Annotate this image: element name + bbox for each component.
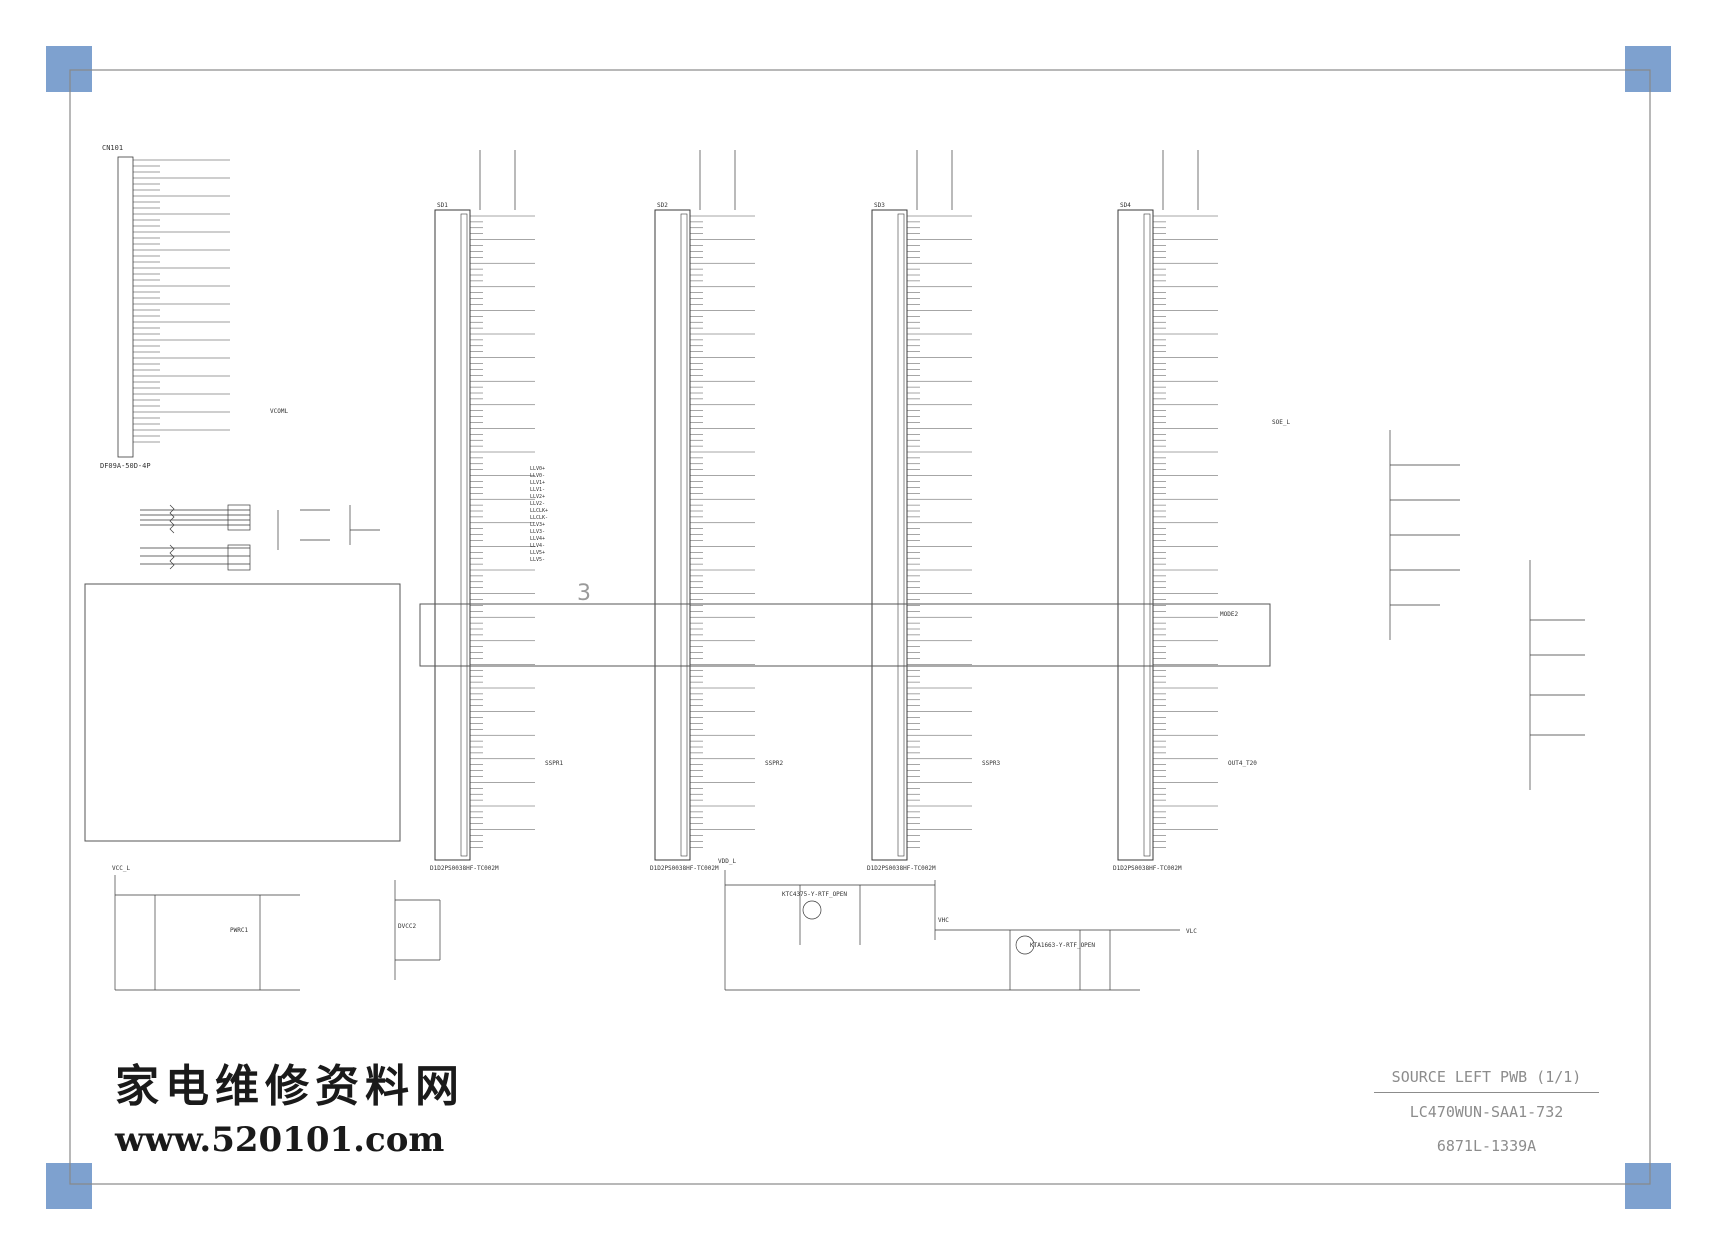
ic-pin-column xyxy=(460,213,468,857)
lvds-labels: LLV0+LLV0-LLV1+LLV1-LLV2+LLV2-LLCLK+LLCL… xyxy=(530,466,548,563)
ic-ref: SD2 xyxy=(657,202,668,209)
drawing-number: 6871L-1339A xyxy=(1436,1137,1537,1155)
ic-pin-column xyxy=(1143,213,1151,857)
net-vhc: VHC xyxy=(938,917,949,924)
ic-output-net: SSPR2 xyxy=(765,760,783,767)
blank-notes-box xyxy=(84,583,401,842)
q2-part: KTA1663-Y-RTF_OPEN xyxy=(1030,942,1095,949)
lvds-net-label: LLV3- xyxy=(530,529,545,535)
corner-mark-bottom-left xyxy=(46,1163,92,1209)
net-vcc-l: VCC_L xyxy=(112,865,130,872)
corner-mark-top-right xyxy=(1625,46,1671,92)
lvds-net-label: LLCLK- xyxy=(530,515,548,521)
ic-body xyxy=(871,209,908,861)
net-vcoml: VCOML xyxy=(270,408,288,415)
watermark-url: www.520101.com xyxy=(115,1120,445,1160)
ic-output-net: SSPR1 xyxy=(545,760,563,767)
connector-cn101 xyxy=(117,156,134,458)
watermark: 家电维修资料网 www.520101.com xyxy=(115,1050,465,1160)
net-vdd-l: VDD_L xyxy=(718,858,736,865)
drawing-model: LC470WUN-SAA1-732 xyxy=(1409,1103,1564,1121)
drawing-title: SOURCE LEFT PWB (1/1) xyxy=(1374,1068,1599,1093)
lvds-net-label: LLV2+ xyxy=(530,494,545,500)
gamma-resistor-block xyxy=(1389,430,1585,790)
lvds-net-label: LLV5- xyxy=(530,557,545,563)
connector-ref: CN101 xyxy=(102,144,123,152)
net-soe-l: SOE_L xyxy=(1272,419,1290,426)
net-dvcc2: DVCC2 xyxy=(398,923,416,930)
ic-body xyxy=(1117,209,1154,861)
ic-part: D1D2PS0038HF-TC002M xyxy=(867,865,936,872)
connector-signal-lines xyxy=(133,159,230,443)
lvds-net-label: LLCLK+ xyxy=(530,508,548,514)
resistor-array-block xyxy=(140,504,380,571)
ic-ref: SD3 xyxy=(874,202,885,209)
lvds-net-label: LLV4- xyxy=(530,543,545,549)
net-vlc: VLC xyxy=(1186,928,1197,935)
ic-ref: SD4 xyxy=(1120,202,1131,209)
corner-mark-top-left xyxy=(46,46,92,92)
lvds-net-label: LLV2- xyxy=(530,501,545,507)
ic-pin-column xyxy=(897,213,905,857)
lvds-net-label: LLV0- xyxy=(530,473,545,479)
watermark-chinese: 家电维修资料网 xyxy=(115,1061,465,1112)
ic-output-net: OUT4_T20 xyxy=(1228,760,1257,767)
highlight-region xyxy=(419,603,1271,667)
lvds-net-label: LLV1+ xyxy=(530,480,545,486)
ic-body xyxy=(654,209,691,861)
ic-part: D1D2PS0038HF-TC002M xyxy=(650,865,719,872)
lvds-net-label: LLV4+ xyxy=(530,536,545,542)
ic-pin-column xyxy=(680,213,688,857)
bottom-power-circuit xyxy=(114,870,1180,991)
connector-part: DF09A-50D-4P xyxy=(100,462,151,470)
net-mode2: MODE2 xyxy=(1220,611,1238,618)
lvds-net-label: LLV5+ xyxy=(530,550,545,556)
q1-part: KTC4375-Y-RTF_OPEN xyxy=(782,891,847,898)
lvds-net-label: LLV1- xyxy=(530,487,545,493)
ic-ref: SD1 xyxy=(437,202,448,209)
lvds-net-label: LLV3+ xyxy=(530,522,545,528)
drawing-frame xyxy=(69,69,1651,1185)
title-block: SOURCE LEFT PWB (1/1) LC470WUN-SAA1-732 … xyxy=(1374,1068,1599,1171)
corner-mark-bottom-right xyxy=(1625,1163,1671,1209)
ic-part: D1D2PS0038HF-TC002M xyxy=(430,865,499,872)
net-pwrc1: PWRC1 xyxy=(230,927,248,934)
section-label: 3 xyxy=(577,581,591,606)
ic-body xyxy=(434,209,471,861)
ic-output-net: SSPR3 xyxy=(982,760,1000,767)
ic-part: D1D2PS0038HF-TC002M xyxy=(1113,865,1182,872)
lvds-net-label: LLV0+ xyxy=(530,466,545,472)
